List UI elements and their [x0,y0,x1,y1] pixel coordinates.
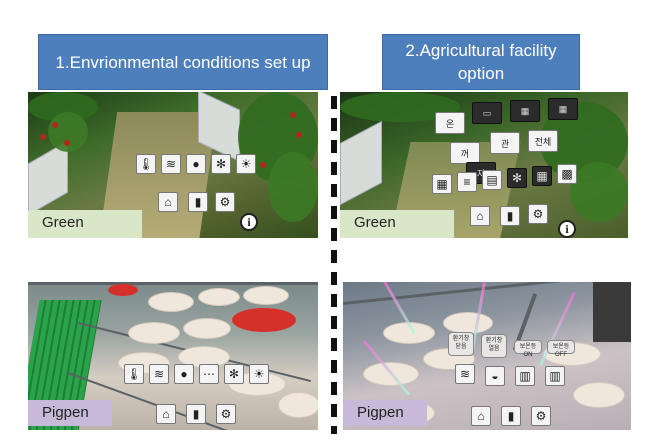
feeder [232,308,296,332]
device-icon[interactable]: ▮ [501,406,521,426]
home-icon[interactable]: ⌂ [158,192,178,212]
tomato [290,112,296,118]
device-icon[interactable]: ▮ [186,404,206,424]
vent-open-button[interactable]: 환기창 열음 [481,334,507,358]
info-icon[interactable]: i [240,213,258,231]
info-icon[interactable]: i [558,220,576,238]
facility-all-button[interactable]: 전체 [528,130,558,152]
humidity-icon[interactable]: ≋ [149,364,169,384]
environmental-conditions-header: 1.Envrionmental conditions set up [38,34,328,90]
settings-icon[interactable]: ⚙ [215,192,235,212]
vent-close-button[interactable]: 환기창 닫음 [448,332,474,356]
pen-rail [28,282,318,285]
fan-icon[interactable]: ✻ [211,154,231,174]
tomato [40,134,46,140]
pigpen-environment-panel: 🌡 ≋ ● ⋯ ✻ ☀ ⌂ ▮ ⚙ Pigpen [28,282,318,430]
tomato [64,140,70,146]
pig [243,286,289,305]
light-icon[interactable]: ☀ [249,364,269,384]
heat-lamp-on-button[interactable]: 보온등 ON [514,340,542,358]
facility-status-button[interactable]: ▦ [548,98,578,120]
light-icon[interactable]: ☀ [236,154,256,174]
pigpen-facility-panel: 환기창 닫음 환기창 열음 보온등 ON 보온등 OFF ≋ ◒ ▥ ▥ ⌂ ▮… [343,282,631,430]
agricultural-facility-header: 2.Agricultural facility option [382,34,580,90]
green-house-label: Green house [28,210,142,238]
grow-bed-left [340,120,382,206]
water-drop-icon[interactable]: ● [174,364,194,384]
settings-icon[interactable]: ⚙ [528,204,548,224]
pig [198,288,240,306]
home-icon[interactable]: ⌂ [470,206,490,226]
waves-icon[interactable]: ≋ [455,364,475,384]
tomato [260,162,266,168]
foliage [48,112,88,152]
greenhouse-facility-panel: 온 ▭ ▦ ▦ 꺼 관 전체 자 ▦ ≡ ▤ ✻ ▦ ▩ ⌂ ▮ ⚙ i Gre… [340,92,628,238]
facility-status-button[interactable]: ▦ [510,100,540,122]
pigpen-label: Pigpen [28,400,112,426]
heater-icon[interactable]: ≡ [457,172,477,192]
heat-lamp-off-button[interactable]: 보온등 OFF [547,340,575,358]
grow-bed-left [28,140,68,216]
humidity-icon[interactable]: ≋ [161,154,181,174]
heater-icon[interactable]: ▥ [545,366,565,386]
pigpen-label: Pigpen [343,400,427,426]
fan-icon[interactable]: ✻ [224,364,244,384]
pig [278,392,318,418]
pig [183,318,231,339]
thermometer-icon[interactable]: 🌡 [136,154,156,174]
water-drop-icon[interactable]: ● [186,154,206,174]
facility-status-button[interactable]: ▭ [472,102,502,124]
thermometer-icon[interactable]: 🌡 [124,364,144,384]
green-house-label: Green house [340,210,454,238]
pig [128,322,180,344]
heater-icon[interactable]: ▥ [515,366,535,386]
feeder [108,284,138,296]
device-icon[interactable]: ▮ [500,206,520,226]
pen-wall [593,282,631,342]
tomato [296,132,302,138]
blind-icon[interactable]: ▤ [482,170,502,190]
settings-icon[interactable]: ⚙ [216,404,236,424]
facility-on-button[interactable]: 온 [435,112,465,134]
pig [443,312,493,334]
pig [148,292,194,312]
panel-icon[interactable]: ▩ [557,164,577,184]
foliage [570,162,628,222]
sensor-icon[interactable]: ⋯ [199,364,219,384]
home-icon[interactable]: ⌂ [471,406,491,426]
section-divider [331,96,337,434]
window-grid-icon[interactable]: ▦ [432,174,452,194]
grid-icon[interactable]: ▦ [532,166,552,186]
facility-close-button[interactable]: 관 [490,132,520,154]
facility-off-button[interactable]: 꺼 [450,142,480,164]
device-icon[interactable]: ▮ [188,192,208,212]
tomato [52,122,58,128]
home-icon[interactable]: ⌂ [156,404,176,424]
fan-icon[interactable]: ✻ [507,168,527,188]
pig [573,382,625,408]
feeder-icon[interactable]: ◒ [485,366,505,386]
foliage [268,152,318,222]
greenhouse-environment-panel: 🌡 ≋ ● ✻ ☀ ⌂ ▮ ⚙ i Green house [28,92,318,238]
settings-icon[interactable]: ⚙ [531,406,551,426]
